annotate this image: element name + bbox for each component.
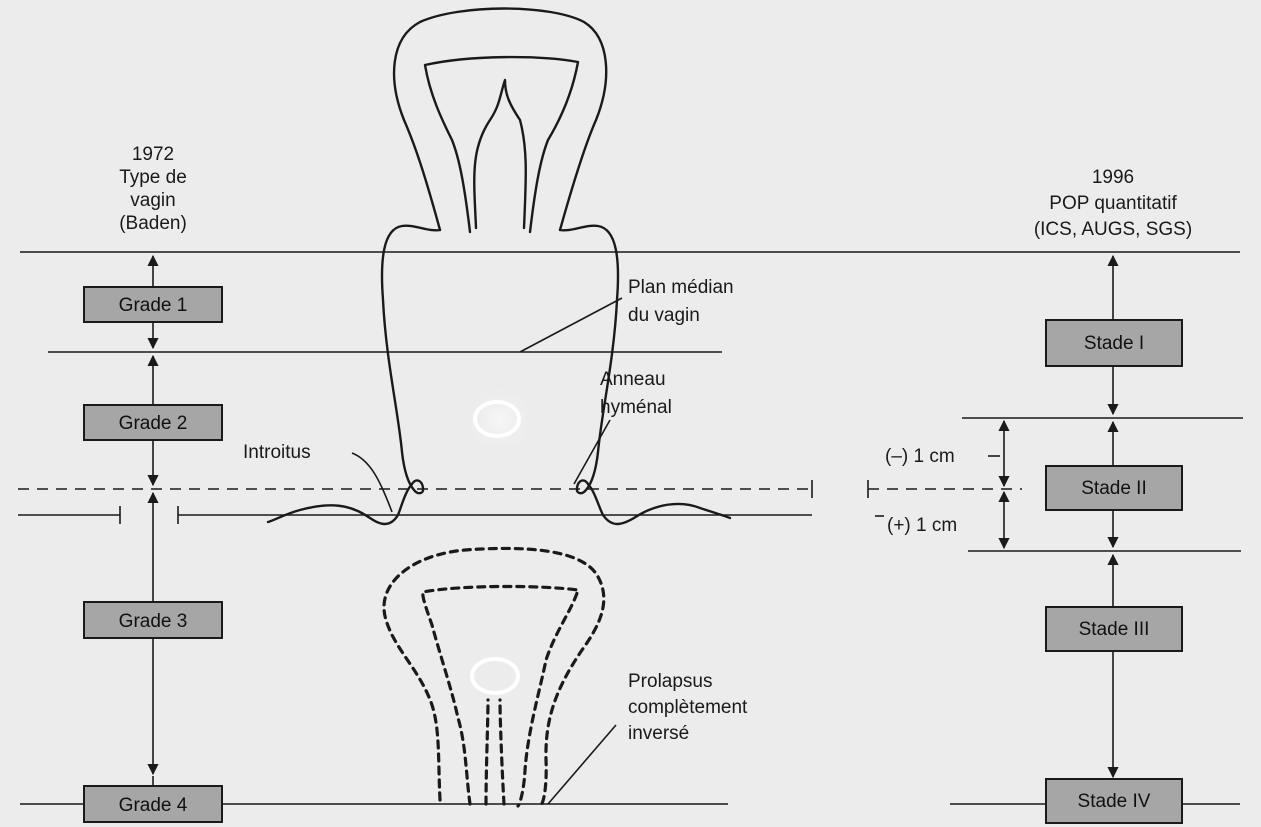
anneau-pointer <box>574 420 610 484</box>
right-header-line-2: POP quantitatif <box>1049 193 1177 214</box>
left-header-line-2: Type de <box>119 167 187 188</box>
introitus-pointer <box>352 453 392 512</box>
grade-2-box: Grade 2 <box>84 405 222 440</box>
left-header: 1972 Type de vagin (Baden) <box>119 144 187 234</box>
marker-circle-glow <box>460 380 540 460</box>
stade-i-label: Stade I <box>1084 333 1144 354</box>
grade-3-label: Grade 3 <box>119 611 188 632</box>
stade-i-box: Stade I <box>1046 320 1182 366</box>
grade-4-box: Grade 4 <box>84 786 222 822</box>
stade-ii-label: Stade II <box>1081 478 1147 499</box>
anneau-label-1: Anneau <box>600 369 666 390</box>
plan-median-label-2: du vagin <box>628 305 700 326</box>
right-header: 1996 POP quantitatif (ICS, AUGS, SGS) <box>1034 167 1192 240</box>
grade-3-box: Grade 3 <box>84 602 222 638</box>
stade-iii-label: Stade III <box>1079 619 1150 640</box>
grade-1-label: Grade 1 <box>119 295 188 316</box>
stade-iii-box: Stade III <box>1046 607 1182 651</box>
plan-median-label-1: Plan médian <box>628 277 734 298</box>
grade-2-label: Grade 2 <box>119 413 188 434</box>
plan-median-pointer <box>520 298 622 352</box>
stade-iv-box: Stade IV <box>1046 779 1182 823</box>
minus-1cm-label: (–) 1 cm <box>885 446 955 467</box>
prolapsus-label-3: inversé <box>628 723 689 744</box>
anneau-label-2: hyménal <box>600 397 672 418</box>
prolapsus-label-1: Prolapsus <box>628 671 713 692</box>
prolapsus-pointer <box>548 725 616 804</box>
grade-1-box: Grade 1 <box>84 287 222 322</box>
grade-4-label: Grade 4 <box>119 795 188 816</box>
stade-iv-label: Stade IV <box>1078 791 1151 812</box>
plus-1cm-label: (+) 1 cm <box>887 515 957 536</box>
right-header-line-3: (ICS, AUGS, SGS) <box>1034 219 1192 240</box>
introitus-label: Introitus <box>243 442 311 463</box>
right-header-line-1: 1996 <box>1092 167 1134 188</box>
left-header-line-3: vagin <box>130 190 175 211</box>
stade-ii-box: Stade II <box>1046 466 1182 510</box>
prolapsus-label-2: complètement <box>628 697 748 718</box>
left-header-line-4: (Baden) <box>119 213 187 234</box>
marker-circle-lower <box>472 659 518 693</box>
prolapsus-drawing <box>384 548 604 806</box>
left-header-line-1: 1972 <box>132 144 174 165</box>
